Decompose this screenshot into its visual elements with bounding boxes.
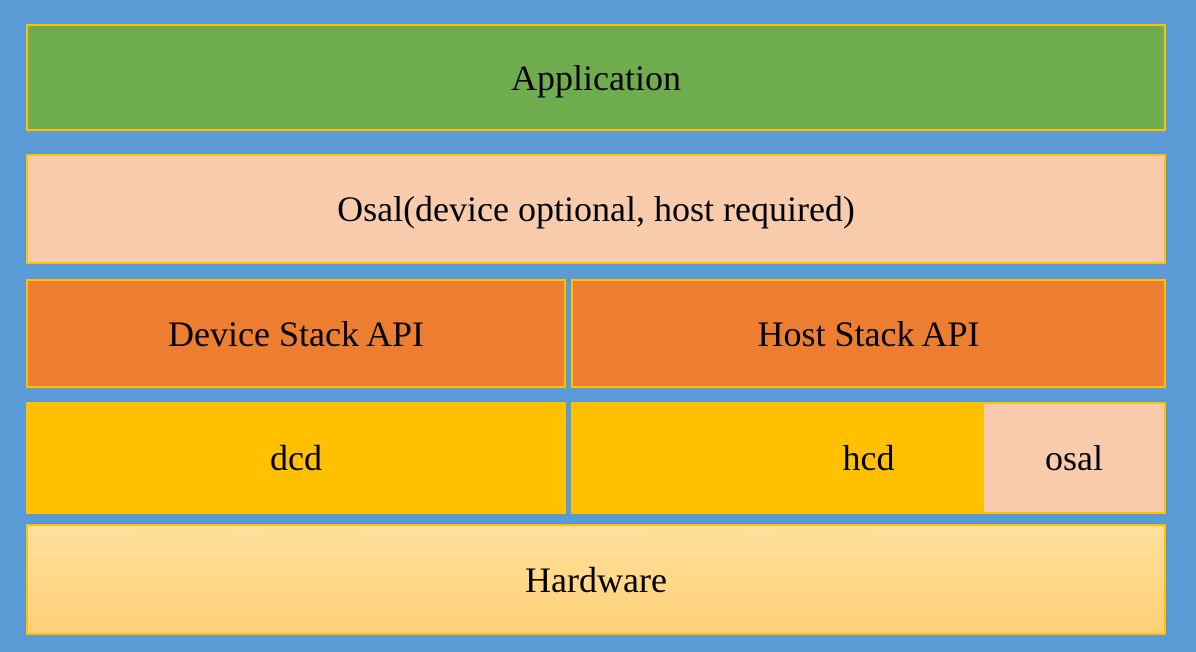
layer-device-stack-api: Device Stack API: [26, 279, 566, 388]
layer-hardware: Hardware: [26, 524, 1166, 635]
layer-application: Application: [26, 24, 1166, 131]
layer-application-label: Application: [511, 57, 681, 98]
layer-dcd: dcd: [26, 402, 566, 514]
layer-osal: Osal(device optional, host required): [26, 154, 1166, 264]
layer-osal-small-label: osal: [1045, 438, 1103, 478]
layer-hcd: hcd osal: [571, 402, 1166, 514]
layer-host-stack-api-label: Host Stack API: [757, 313, 980, 354]
layer-hardware-label: Hardware: [525, 559, 667, 600]
layer-host-stack-api: Host Stack API: [571, 279, 1166, 388]
layer-osal-small: osal: [984, 404, 1164, 512]
layer-osal-label: Osal(device optional, host required): [337, 189, 855, 229]
layer-device-stack-api-label: Device Stack API: [168, 313, 424, 354]
layer-dcd-label: dcd: [270, 438, 322, 478]
layer-hcd-label: hcd: [842, 438, 895, 478]
